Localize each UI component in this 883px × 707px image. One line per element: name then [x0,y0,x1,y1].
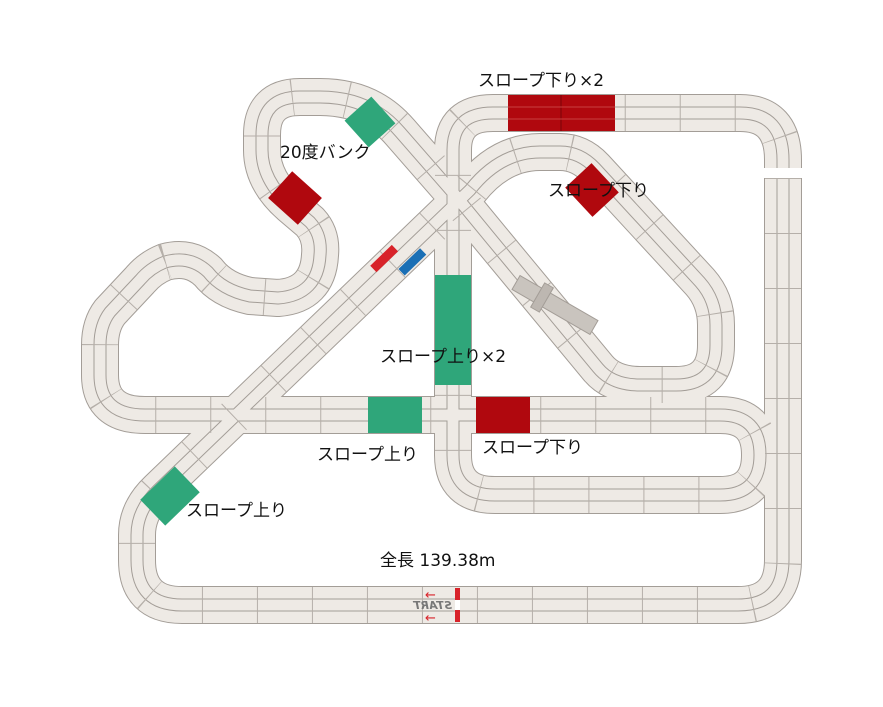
slope-down-left-loop-section [268,171,322,225]
start-marker: ← ← START [412,588,460,626]
slope-down-center-section [476,397,530,433]
bridge-crossing [511,274,599,336]
label-slope-up-center: スロープ上り [317,445,418,465]
label-total-length: 全長 139.38m [380,551,495,571]
start-arrow-top: ← [425,588,436,603]
start-arrow-bottom: ← [425,611,436,626]
label-slope-up-left: スロープ上り [186,501,287,521]
label-bank-20: 20度バンク [280,143,370,163]
slope-up-center-section [368,397,422,433]
start-text: START [412,599,452,612]
slope-down-x2-section [508,95,615,131]
bank-20-section [344,96,396,148]
label-slope-down-x2: スロープ下り×2 [478,71,604,91]
label-slope-up-x2: スロープ上り×2 [380,347,506,367]
lane-change-section [370,244,427,276]
label-slope-down-center: スロープ下り [482,438,583,458]
slope-up-left-section [140,466,200,526]
label-slope-down-top-right: スロープ下り [548,181,649,201]
slope-down-top-right-section [565,163,619,217]
slope-up-x2-section [435,275,471,385]
